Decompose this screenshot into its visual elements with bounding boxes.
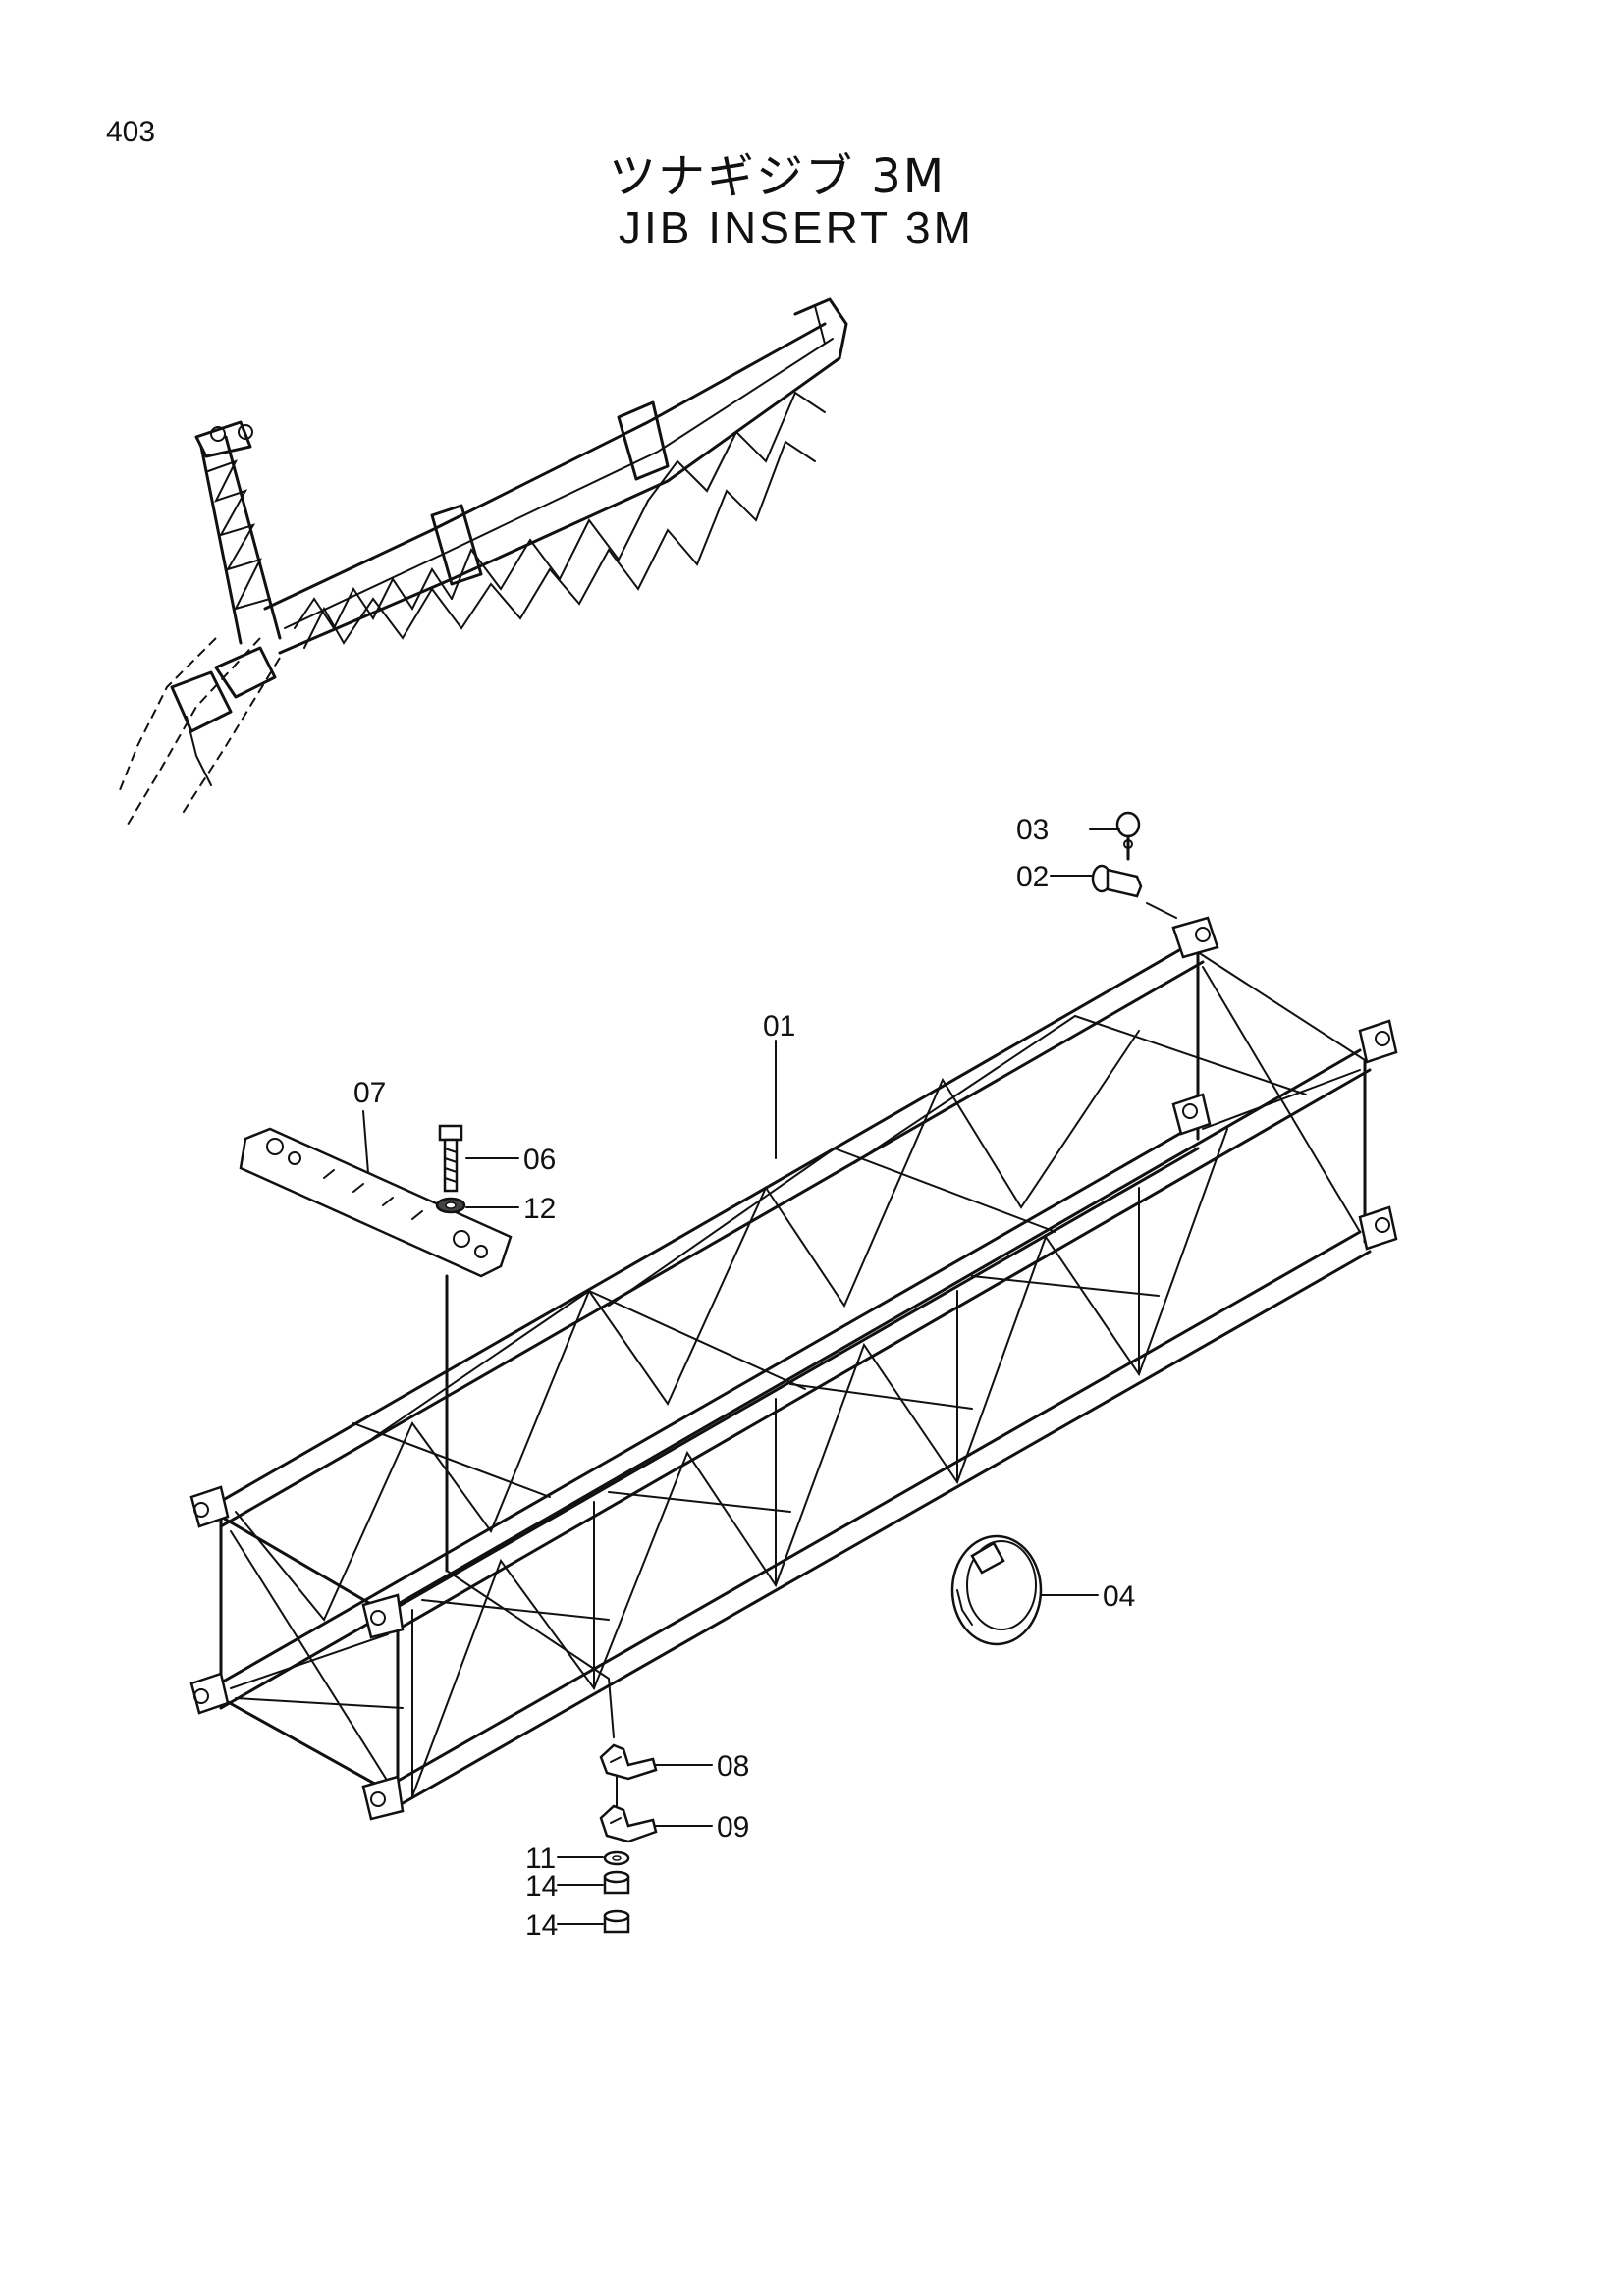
lug-far-bottom-right (1358, 1205, 1398, 1251)
lug-near-top-left (189, 1485, 230, 1528)
lug-near-bottom-right (361, 1775, 405, 1821)
callout-06: 06 (523, 1144, 556, 1176)
part-02-pin (1091, 864, 1177, 919)
lug-near-top-right (361, 1593, 405, 1639)
callout-03: 03 (1016, 814, 1049, 846)
part-07-bracket (239, 1127, 513, 1573)
callout-12: 12 (523, 1193, 556, 1225)
part-03-pin-clip (1115, 811, 1141, 861)
part-14-nut-lower (603, 1909, 630, 1934)
part-06-bolt (438, 1124, 463, 1193)
guide-line-clamp (446, 1570, 615, 1738)
title-english: JIB INSERT 3M (619, 202, 974, 253)
part-08-saddle-clamp (599, 1743, 658, 1781)
callout-09: 09 (717, 1811, 749, 1843)
lug-far-mid (1171, 1093, 1212, 1136)
part-14-nut-upper (603, 1870, 630, 1895)
callout-02: 02 (1016, 861, 1049, 893)
callout-07: 07 (353, 1077, 386, 1109)
part-09-saddle-clamp (599, 1804, 658, 1843)
callout-14-upper: 14 (525, 1870, 558, 1902)
part-04-hose-clamp (950, 1534, 1043, 1646)
page-number: 403 (106, 116, 156, 148)
part-11-washer (603, 1850, 630, 1866)
part-12-washer (435, 1197, 466, 1214)
callout-11: 11 (525, 1842, 556, 1875)
title-japanese: ツナギジブ 3M (609, 149, 947, 204)
callout-08: 08 (717, 1750, 749, 1783)
callout-04: 04 (1103, 1580, 1135, 1613)
jib-insert-truss (189, 916, 1398, 1821)
overview-crane-illustration (117, 297, 848, 826)
leader-lines (362, 828, 1120, 1925)
callout-01: 01 (763, 1010, 795, 1042)
lug-near-bottom-left (189, 1672, 230, 1715)
callout-14-lower: 14 (525, 1909, 558, 1942)
lug-far-top-left (1171, 916, 1219, 959)
lug-far-top-right (1358, 1019, 1398, 1064)
